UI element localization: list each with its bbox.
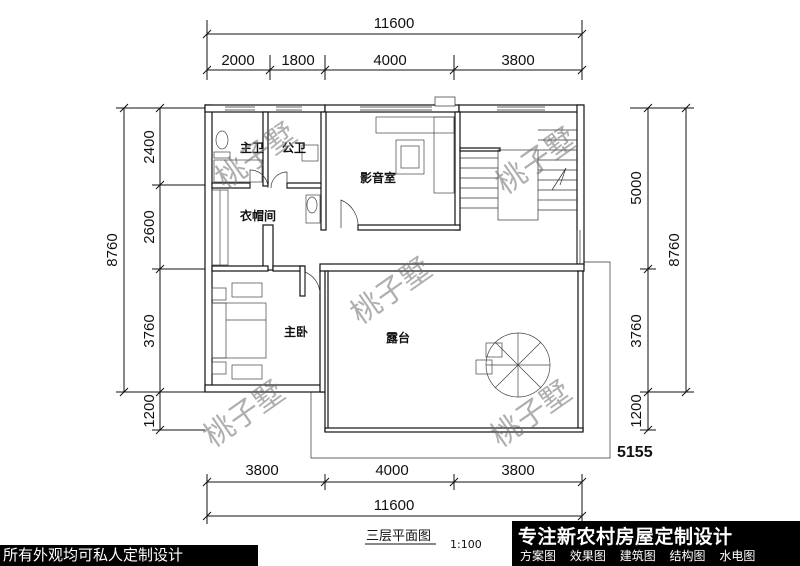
walls <box>204 104 585 433</box>
banner-left: 所有外观均可私人定制设计 <box>0 545 258 566</box>
bottom-dimension-1: 3800 <box>245 462 278 479</box>
right-dimension-chain: 5000 3760 1200 8760 <box>628 103 694 435</box>
drawing-scale: 1:100 <box>450 538 482 551</box>
room-label-terrace: 露台 <box>386 330 410 345</box>
right-dimension-3: 1200 <box>628 394 645 427</box>
top-dimension-2: 1800 <box>281 52 314 69</box>
watermark-2: 桃子墅 <box>490 121 584 201</box>
terrace-outline <box>310 261 611 459</box>
banner-right: 专注新农村房屋定制设计 方案图 效果图 建筑图 结构图 水电图 <box>512 521 800 566</box>
right-total-dimension: 8760 <box>666 233 683 266</box>
left-dimension-2: 2600 <box>141 210 158 243</box>
doors <box>249 169 359 296</box>
staircase <box>460 129 581 264</box>
bottom-dimension-chain: 3800 4000 3800 11600 <box>202 462 587 524</box>
right-dimension-1: 5000 <box>628 171 645 204</box>
top-dimension-3: 4000 <box>373 52 406 69</box>
top-dimension-4: 3800 <box>501 52 534 69</box>
watermarks: 桃子墅 桃子墅 桃子墅 桃子墅 桃子墅 <box>198 116 584 454</box>
watermark-3: 桃子墅 <box>345 251 439 331</box>
bottom-dimension-2: 4000 <box>375 462 408 479</box>
watermark-5: 桃子墅 <box>485 374 579 454</box>
top-windows <box>225 96 545 111</box>
room-label-master-bedroom: 主卧 <box>284 324 308 339</box>
drawing-title-text: 三层平面图 <box>366 529 431 544</box>
service-mep: 水电图 <box>719 549 756 563</box>
drawing-title: 三层平面图 1:100 <box>365 529 482 551</box>
service-rendering: 效果图 <box>569 549 606 563</box>
room-label-theater: 影音室 <box>360 170 396 185</box>
room-labels: 主卫 公卫 影音室 衣帽间 主卧 露台 <box>240 140 410 345</box>
room-label-public-bath: 公卫 <box>282 141 306 155</box>
left-total-dimension: 8760 <box>104 233 121 266</box>
top-dimension-1: 2000 <box>221 52 254 69</box>
banner-services: 方案图 效果图 建筑图 结构图 水电图 <box>520 547 765 564</box>
left-dimension-1: 2400 <box>141 130 158 163</box>
bottom-dimension-3: 3800 <box>501 462 534 479</box>
right-dimension-2: 3760 <box>628 314 645 347</box>
service-structure: 结构图 <box>669 549 706 563</box>
service-architecture: 建筑图 <box>619 549 656 563</box>
top-total-dimension: 11600 <box>374 15 415 32</box>
top-dimension-chain: 11600 2000 1800 4000 3800 <box>202 15 587 80</box>
left-dimension-3: 3760 <box>141 314 158 347</box>
bottom-total-dimension: 11600 <box>374 497 415 514</box>
room-label-closet: 衣帽间 <box>240 208 276 223</box>
terrace-width-dimension: 5155 <box>617 444 653 461</box>
room-label-master-bath: 主卫 <box>240 140 264 155</box>
service-scheme: 方案图 <box>520 549 557 563</box>
furniture <box>211 116 551 398</box>
left-dimension-chain: 8760 2400 2600 3760 1200 <box>104 103 205 435</box>
left-dimension-4: 1200 <box>141 394 158 427</box>
banner-headline: 专注新农村房屋定制设计 <box>518 526 733 548</box>
